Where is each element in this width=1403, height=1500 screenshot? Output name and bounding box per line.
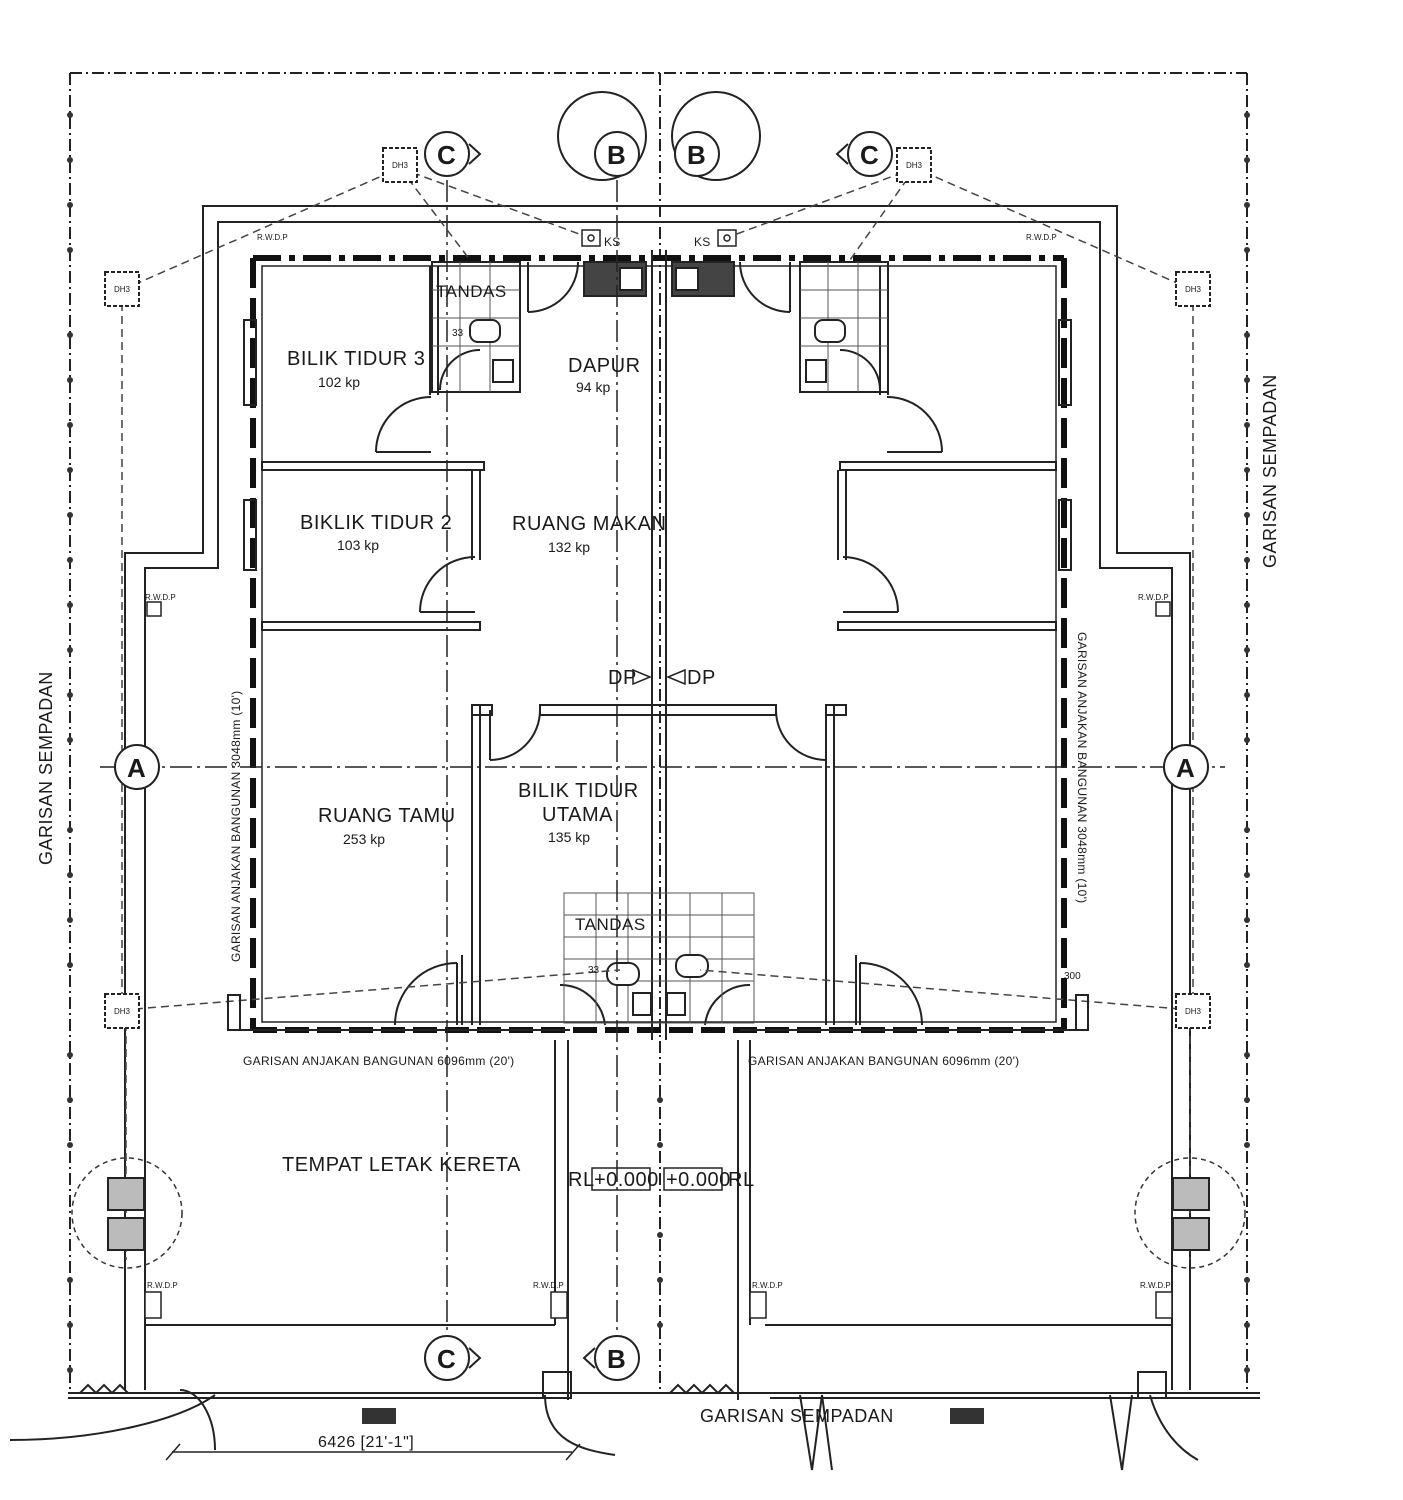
rwdp-label: R.W.D.P — [752, 1281, 783, 1290]
dh3-label: DH3 — [392, 161, 409, 170]
toilet-tiles — [432, 262, 888, 1024]
dimension-text: 6426 [21'-1"] — [318, 1434, 414, 1451]
fixture-code: 33 — [452, 328, 464, 339]
windows — [243, 319, 1072, 571]
grid-marker-b: B — [607, 140, 626, 170]
rwdp-label: R.W.D.P — [533, 1281, 564, 1290]
grid-marker-b: B — [687, 140, 706, 170]
setback-side-left: GARISAN ANJAKAN BANGUNAN 3048mm (10') — [229, 691, 243, 962]
dh3-label: DH3 — [1185, 1007, 1202, 1016]
setback-front-left: GARISAN ANJAKAN BANGUNAN 6096mm (20') — [243, 1054, 514, 1068]
building-inner-wall-line — [261, 265, 1057, 1023]
dh3-label: DH3 — [1185, 285, 1202, 294]
dp-arrow-right — [666, 668, 686, 686]
spot-level: 300 — [1064, 971, 1081, 982]
ks-boxes — [581, 229, 737, 247]
dh3-label: DH3 — [114, 285, 131, 294]
grid-marker-c: C — [860, 140, 879, 170]
room-name-bilik-tidur-utama: BILIK TIDUR — [518, 780, 639, 802]
grid-marker-a: A — [127, 753, 146, 783]
front-fence — [9, 1371, 1260, 1471]
rl-prefix: RL — [568, 1169, 595, 1191]
gate-marker — [950, 1408, 984, 1424]
rwdp-label: R.W.D.P — [257, 233, 288, 242]
boundary-label-bottom: GARISAN SEMPADAN — [700, 1406, 894, 1426]
car-porch-label: TEMPAT LETAK KERETA — [282, 1154, 521, 1176]
roof-outline — [124, 205, 1191, 1390]
building-outer-walls — [250, 255, 1067, 1033]
ks-label: KS — [694, 235, 711, 249]
room-name-ruang-tamu: RUANG TAMU — [318, 805, 456, 827]
rl-value-left: +0.000 — [594, 1169, 659, 1191]
room-area-ruang-tamu: 253 kp — [343, 831, 385, 847]
rwdp-label: R.W.D.P — [1138, 593, 1169, 602]
soakaway-pits — [71, 1157, 1246, 1269]
grid-marker-b: B — [607, 1344, 626, 1374]
setback-side-right: GARISAN ANJAKAN BANGUNAN 3048mm (10') — [1075, 632, 1089, 903]
rl-box-left — [591, 1167, 651, 1191]
grid-marker-c: C — [437, 1344, 456, 1374]
site-boundary — [69, 72, 1248, 1393]
room-area-dapur: 94 kp — [576, 379, 610, 395]
dh3-label: DH3 — [114, 1007, 131, 1016]
room-area-bilik-tidur-3: 102 kp — [318, 374, 360, 390]
room-name-bilik-tidur-3: BILIK TIDUR 3 — [287, 348, 425, 370]
dp-label-left: DP — [608, 667, 637, 689]
interior-walls-right — [799, 261, 1057, 1025]
dp-label-right: DP — [687, 667, 716, 689]
inspection-chambers — [104, 147, 1211, 1029]
room-area-bilik-tidur-utama: 135 kp — [548, 829, 590, 845]
room-name-bilik-tidur-utama-2: UTAMA — [542, 804, 613, 826]
room-name-tandas-top: TANDAS — [436, 282, 507, 301]
party-wall — [651, 250, 667, 1040]
rwdp-label: R.W.D.P — [147, 1281, 178, 1290]
grid-marker-a: A — [1176, 753, 1195, 783]
rl-suffix: RL — [728, 1169, 755, 1191]
room-name-ruang-makan: RUANG MAKAN — [512, 513, 666, 535]
room-area-bilik-tidur-2: 103 kp — [337, 537, 379, 553]
fixture-code: 33 — [588, 965, 600, 976]
dp-arrow-left — [632, 668, 652, 686]
drainage-lines — [121, 167, 1194, 1260]
room-name-bilik-tidur-2: BIKLIK TIDUR 2 — [300, 512, 452, 534]
grid-bubbles — [114, 91, 1209, 1381]
room-name-dapur: DAPUR — [568, 355, 641, 377]
boundary-ticks — [67, 112, 1250, 1373]
gate-marker — [362, 1408, 396, 1424]
grid-lines — [100, 180, 1225, 1330]
room-name-tandas-bottom: TANDAS — [575, 915, 646, 934]
rwdp-posts — [144, 601, 1173, 1319]
rwdp-label: R.W.D.P — [1140, 1281, 1171, 1290]
doors — [375, 261, 943, 1026]
dh3-label: DH3 — [906, 161, 923, 170]
rwdp-label: R.W.D.P — [1026, 233, 1057, 242]
boundary-label-left: GARISAN SEMPADAN — [36, 671, 56, 865]
soakaway-blocks — [107, 1177, 1210, 1251]
grid-marker-c: C — [437, 140, 456, 170]
dimension-line — [165, 1443, 581, 1461]
boundary-label-right: GARISAN SEMPADAN — [1260, 374, 1280, 568]
ks-label: KS — [604, 235, 621, 249]
porch-lines — [145, 994, 1172, 1400]
rl-value-right: +0.000 — [666, 1169, 731, 1191]
interior-walls-left — [261, 261, 777, 1025]
rwdp-label: R.W.D.P — [145, 593, 176, 602]
room-area-ruang-makan: 132 kp — [548, 539, 590, 555]
rl-box-right — [663, 1167, 723, 1191]
sanitary-fixtures — [469, 261, 846, 1016]
setback-front-right: GARISAN ANJAKAN BANGUNAN 6096mm (20') — [748, 1054, 1019, 1068]
